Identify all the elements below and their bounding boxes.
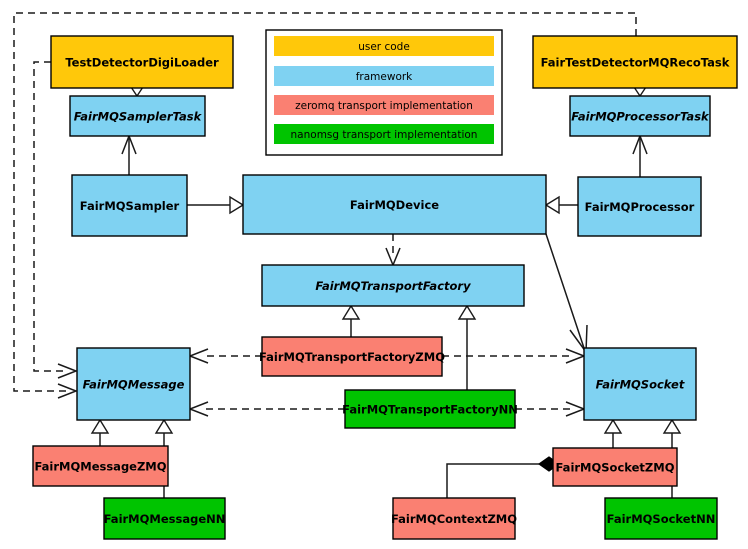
- node-label-fair_mq_message_zmq: FairMQMessageZMQ: [34, 460, 166, 474]
- edge-tfzmq-to-socket: [442, 348, 587, 364]
- node-box-fair_mq_sampler_task[interactable]: [69, 95, 206, 137]
- node-label-fair_mq_message: FairMQMessage: [83, 378, 185, 392]
- node-label-test_detector_digi_loader: TestDetectorDigiLoader: [65, 56, 219, 70]
- node-fair_mq_transport_factory_nn[interactable]: FairMQTransportFactoryNN: [342, 389, 518, 429]
- legend: user code framework zeromq transport imp…: [265, 29, 503, 156]
- edge-sampler-to-samplertask: [121, 133, 137, 175]
- edge-tfzmq-to-message: [187, 348, 262, 364]
- node-layer: TestDetectorDigiLoader FairTestDetectorMQ…: [32, 35, 738, 540]
- node-box-fair_mq_processor_task[interactable]: [569, 95, 711, 137]
- node-label-fair_mq_transport_factory_zmq: FairMQTransportFactoryZMQ: [259, 350, 445, 364]
- node-fair_mq_transport_factory_zmq[interactable]: FairMQTransportFactoryZMQ: [259, 336, 445, 377]
- node-fair_mq_transport_factory[interactable]: FairMQTransportFactory: [261, 264, 525, 307]
- node-box-fair_mq_processor[interactable]: [577, 176, 702, 237]
- node-fair_mq_message[interactable]: FairMQMessage: [76, 347, 191, 421]
- legend-swatch-framework: [274, 66, 494, 86]
- node-box-fair_mq_socket[interactable]: [583, 347, 697, 421]
- node-box-fair_mq_socket_nn[interactable]: [604, 497, 718, 540]
- node-label-fair_mq_transport_factory_nn: FairMQTransportFactoryNN: [342, 403, 518, 417]
- node-fair_mq_message_nn[interactable]: FairMQMessageNN: [103, 497, 226, 540]
- node-label-fair_mq_socket_nn: FairMQSocketNN: [607, 512, 716, 526]
- edge-recotask-to-message: [13, 12, 637, 399]
- legend-label-zeromq: zeromq transport implementation: [295, 100, 473, 112]
- node-test_detector_digi_loader[interactable]: TestDetectorDigiLoader: [50, 35, 234, 89]
- edge-tfzmq-to-tf: [341, 304, 361, 337]
- node-label-fair_mq_message_nn: FairMQMessageNN: [104, 512, 226, 526]
- edge-device-to-transportfactory: [385, 234, 401, 267]
- node-fair_mq_sampler_task[interactable]: FairMQSamplerTask: [69, 95, 206, 137]
- node-box-fair_mq_message_zmq[interactable]: [32, 445, 169, 487]
- node-box-test_detector_digi_loader[interactable]: [50, 35, 234, 89]
- node-box-fair_mq_context_zmq[interactable]: [392, 497, 516, 540]
- node-box-fair_mq_transport_factory_zmq[interactable]: [261, 336, 443, 377]
- edge-tfnn-to-tf: [457, 304, 477, 390]
- node-box-fair_mq_device[interactable]: [242, 174, 547, 235]
- edge-device-to-socket: [545, 233, 588, 355]
- edge-sampler-to-device: [187, 195, 245, 215]
- node-fair_mq_socket_zmq[interactable]: FairMQSocketZMQ: [552, 447, 678, 487]
- node-label-fair_mq_device: FairMQDevice: [350, 198, 439, 212]
- legend-swatch-zeromq: [274, 95, 494, 115]
- node-label-fair_mq_sampler_task: FairMQSamplerTask: [74, 110, 203, 124]
- node-fair_mq_socket[interactable]: FairMQSocket: [583, 347, 697, 421]
- node-box-fair_mq_transport_factory[interactable]: [261, 264, 525, 307]
- legend-swatch-user-code: [274, 36, 494, 56]
- node-box-fair_test_detector_mq_reco_task[interactable]: [532, 35, 738, 89]
- node-label-fair_mq_socket_zmq: FairMQSocketZMQ: [556, 461, 675, 475]
- node-fair_mq_socket_nn[interactable]: FairMQSocketNN: [604, 497, 718, 540]
- edge-tfnn-to-message: [187, 401, 345, 417]
- node-label-fair_mq_processor_task: FairMQProcessorTask: [571, 110, 710, 124]
- node-label-fair_test_detector_mq_reco_task: FairTestDetectorMQRecoTask: [541, 56, 730, 70]
- node-box-fair_mq_socket_zmq[interactable]: [552, 447, 678, 487]
- node-label-fair_mq_socket: FairMQSocket: [596, 378, 685, 392]
- node-label-fair_mq_transport_factory: FairMQTransportFactory: [315, 279, 471, 293]
- edge-processor-to-device: [544, 195, 578, 215]
- legend-swatch-nanomsg: [274, 124, 494, 144]
- node-fair_mq_message_zmq[interactable]: FairMQMessageZMQ: [32, 445, 169, 487]
- node-label-fair_mq_context_zmq: FairMQContextZMQ: [391, 512, 517, 526]
- edge-digiloader-to-message: [33, 61, 79, 379]
- edge-socketzmq-to-socket: [603, 418, 623, 448]
- node-fair_mq_sampler[interactable]: FairMQSampler: [71, 174, 188, 237]
- node-box-fair_mq_transport_factory_nn[interactable]: [344, 389, 516, 429]
- node-fair_mq_device[interactable]: FairMQDevice: [242, 174, 547, 235]
- node-fair_mq_processor[interactable]: FairMQProcessor: [577, 176, 702, 237]
- node-label-fair_mq_sampler: FairMQSampler: [80, 199, 180, 213]
- legend-label-framework: framework: [356, 71, 413, 83]
- legend-label-nanomsg: nanomsg transport implementation: [291, 129, 478, 141]
- edge-tfnn-to-socket: [515, 401, 587, 417]
- legend-label-user-code: user code: [358, 41, 410, 53]
- node-fair_mq_context_zmq[interactable]: FairMQContextZMQ: [391, 497, 517, 540]
- edge-processor-to-processortask: [632, 133, 648, 177]
- node-label-fair_mq_processor: FairMQProcessor: [585, 200, 695, 214]
- node-fair_mq_processor_task[interactable]: FairMQProcessorTask: [569, 95, 711, 137]
- node-box-fair_mq_message_nn[interactable]: [103, 497, 226, 540]
- edge-messagezmq-to-message: [90, 418, 110, 446]
- node-box-fair_mq_sampler[interactable]: [71, 174, 188, 237]
- node-box-fair_mq_message[interactable]: [76, 347, 191, 421]
- edge-contextzmq-to-socketzmq: [446, 456, 561, 498]
- node-fair_test_detector_mq_reco_task[interactable]: FairTestDetectorMQRecoTask: [532, 35, 738, 89]
